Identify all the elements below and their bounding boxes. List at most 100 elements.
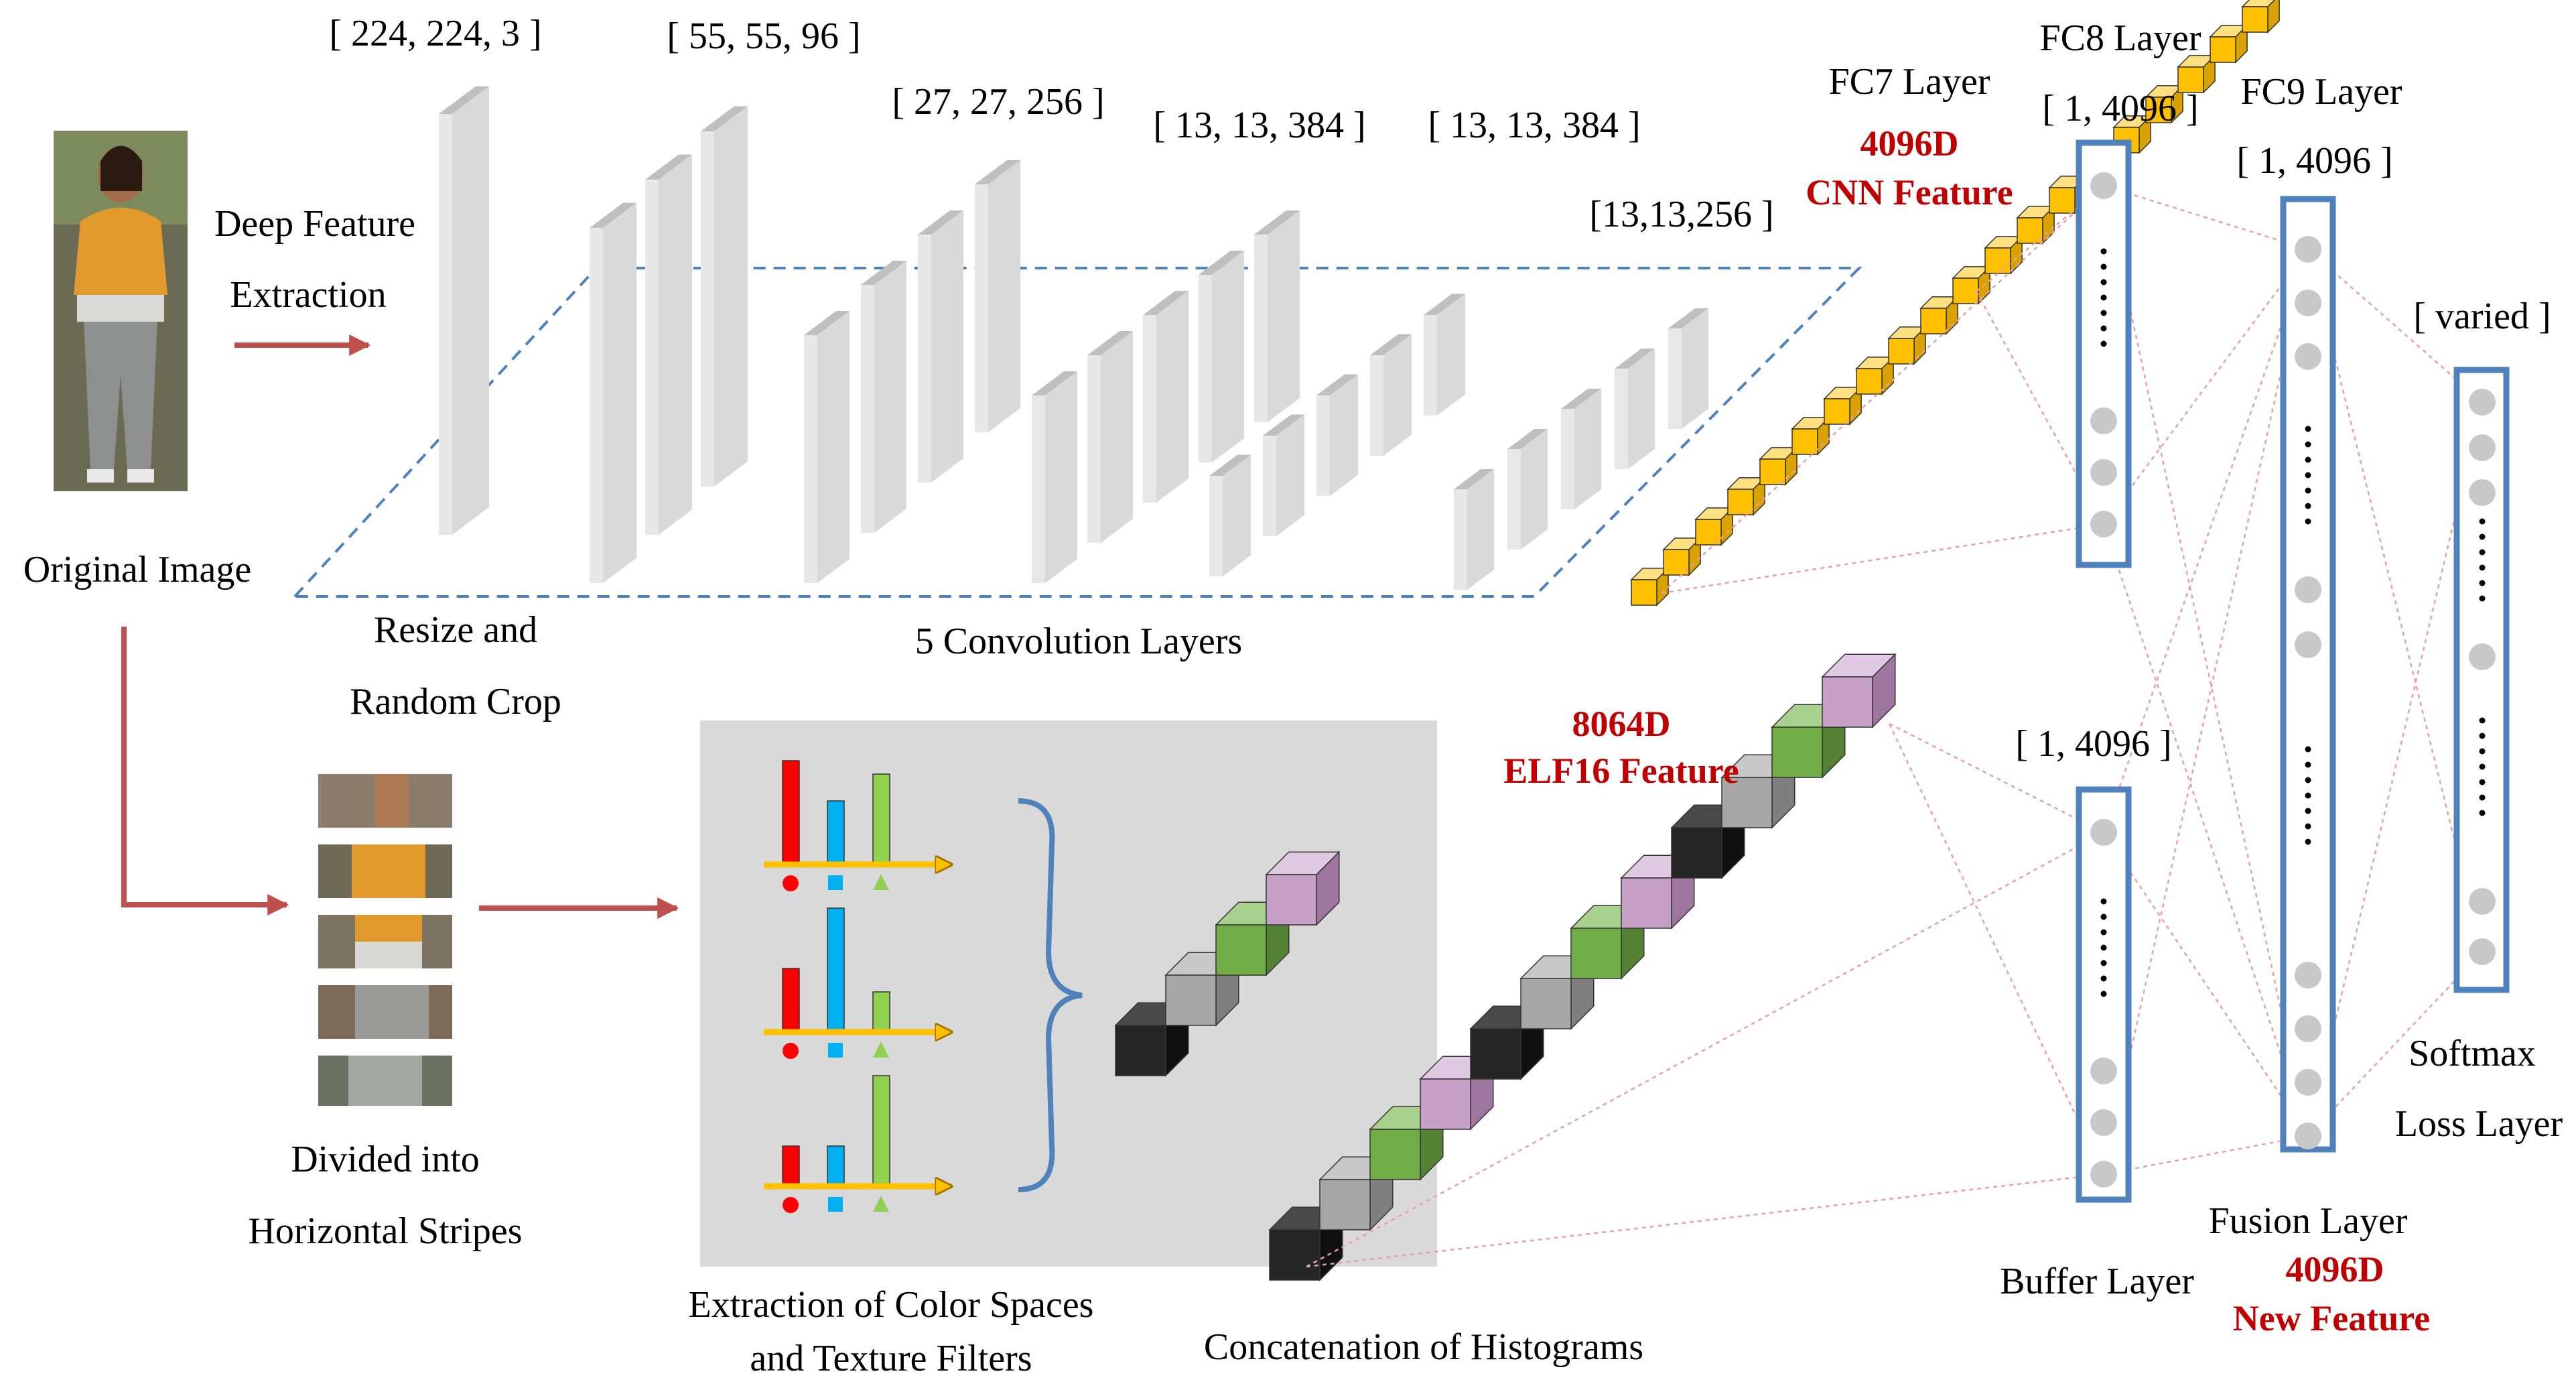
connection-line-6 xyxy=(1888,723,2105,1175)
softmax-dim: [ varied ] xyxy=(2413,296,2551,337)
resize-label-line2: Random Crop xyxy=(350,681,561,722)
histogram-3-bar-3 xyxy=(872,1075,890,1187)
histogram-1-bar-1 xyxy=(782,760,800,865)
buffer-neuron-3 xyxy=(2090,1109,2117,1136)
conv-layer-blocks xyxy=(439,86,1708,590)
cnn-dim-4: [ 13, 13, 384 ] xyxy=(1153,105,1365,146)
fc8-neuron-3 xyxy=(2090,459,2117,486)
histogram-3 xyxy=(764,1075,951,1213)
fc-layer-boxes xyxy=(2076,139,2510,1203)
fc9-neuron-5 xyxy=(2295,631,2321,658)
elf-dim: 8064D xyxy=(1572,704,1671,744)
fc9-neuron-6 xyxy=(2295,962,2321,989)
small-histogram-cubes xyxy=(1114,850,1341,1077)
conv-slab-5-1 xyxy=(1454,469,1494,590)
fc7-cube-18 xyxy=(2177,54,2216,94)
histogram-2-bar-3 xyxy=(872,991,890,1033)
fc7-dim: 4096D xyxy=(1860,123,1959,164)
fc7-cube-8 xyxy=(1855,356,1895,395)
elf-cube-5 xyxy=(1469,1005,1545,1080)
histogram-3-square-marker xyxy=(828,1197,843,1212)
elf-cube-12 xyxy=(1821,653,1897,729)
histogram-3-bar-2 xyxy=(827,1145,845,1187)
connection-line-1 xyxy=(1661,523,2104,594)
fc9-ellipsis-1 xyxy=(2305,426,2311,525)
conv-slab-3-5 xyxy=(1254,210,1300,422)
softmax-ellipsis-1 xyxy=(2479,518,2486,602)
cnn-dim-6: [13,13,256 ] xyxy=(1589,194,1773,235)
fc9-neuron-9 xyxy=(2295,1123,2321,1149)
conv-slab-5-2 xyxy=(1507,429,1548,550)
fc9-layer-box xyxy=(2280,196,2336,1153)
histogram-2-bar-1 xyxy=(782,968,800,1033)
fc9-neuron-3 xyxy=(2295,343,2321,370)
conv-slab-4-1 xyxy=(1209,454,1251,576)
fusion-dim: 4096D xyxy=(2286,1249,2384,1289)
fusion-name: New Feature xyxy=(2233,1298,2430,1338)
histogram-2-bar-2 xyxy=(827,907,845,1033)
connection-line-14 xyxy=(2102,832,2309,1137)
conv-slab-5-5 xyxy=(1668,308,1708,429)
softmax-neuron-1 xyxy=(2469,389,2496,416)
softmax-layer-box xyxy=(2453,367,2510,993)
fc7-cube-12 xyxy=(1984,235,2023,275)
conv-slab-4-4 xyxy=(1370,334,1412,456)
histogram-icons xyxy=(764,760,951,1213)
connection-line-13 xyxy=(2102,249,2309,833)
fc7-cube-2 xyxy=(1662,537,1702,576)
fc9-title: FC9 Layer xyxy=(2240,71,2402,113)
softmax-neuron-2 xyxy=(2469,434,2496,461)
conv-slab-3-4 xyxy=(1199,251,1244,462)
fc7-cube-5 xyxy=(1759,446,1798,486)
fc8-neuron-4 xyxy=(2090,511,2117,537)
histogram-1 xyxy=(764,760,951,891)
conv-slab-2-3 xyxy=(918,210,963,483)
softmax-neuron-5 xyxy=(2469,888,2496,915)
softmax-label-line2: Loss Layer xyxy=(2395,1103,2563,1145)
softmax-neuron-3 xyxy=(2469,479,2496,506)
fc9-neuron-2 xyxy=(2295,290,2321,316)
fc8-ellipsis xyxy=(2100,248,2107,347)
conv-slab-3-3 xyxy=(1143,291,1189,503)
connection-line-17 xyxy=(2307,249,2483,403)
connection-line-7 xyxy=(1306,831,2104,1268)
horizontal-stripes xyxy=(318,774,452,1106)
conv-slab-2-4 xyxy=(975,160,1020,432)
fc9-neuron-7 xyxy=(2295,1015,2321,1042)
histogram-3-bar-1 xyxy=(782,1145,800,1187)
histogram-2-triangle-marker xyxy=(873,1041,889,1058)
connection-line-10 xyxy=(2102,185,2309,1137)
histogram-1-bar-3 xyxy=(872,773,890,865)
fc9-neuron-8 xyxy=(2295,1069,2321,1096)
histogram-3-circle-marker xyxy=(783,1197,799,1213)
connection-line-8 xyxy=(1306,1173,2104,1268)
layer-connections xyxy=(1306,184,2484,1268)
histogram-2-circle-marker xyxy=(783,1043,799,1059)
small-cube-4 xyxy=(1265,850,1341,926)
connection-line-11 xyxy=(2102,249,2309,525)
original-image-label: Original Image xyxy=(23,549,252,590)
fc7-cube-20 xyxy=(2241,0,2280,34)
conv-slab-4-3 xyxy=(1316,374,1358,496)
deep-feature-label-line2: Extraction xyxy=(230,274,386,316)
histogram-3-triangle-marker xyxy=(873,1196,889,1212)
conv-slab-input xyxy=(439,86,489,535)
buffer-label: Buffer Layer xyxy=(2000,1261,2194,1302)
conv-slab-2-1 xyxy=(804,311,850,583)
divided-label-line2: Horizontal Stripes xyxy=(248,1210,522,1252)
histogram-1-triangle-marker xyxy=(873,874,889,890)
deep-feature-label-line1: Deep Feature xyxy=(214,203,415,245)
conv-slab-1-3 xyxy=(701,106,748,487)
fc7-cube-19 xyxy=(2209,24,2248,64)
elf16-feature-cubes xyxy=(1268,653,1897,1281)
buffer-dim: [ 1, 4096 ] xyxy=(2015,723,2171,765)
fc9-neuron-4 xyxy=(2295,576,2321,603)
fc9-ellipsis-2 xyxy=(2305,746,2311,845)
conv-slab-2-2 xyxy=(861,261,906,533)
extraction-label-line2: and Texture Filters xyxy=(750,1338,1032,1379)
fc8-neuron-2 xyxy=(2090,407,2117,434)
stripes-route-arrow xyxy=(121,627,289,915)
fc7-cube-3 xyxy=(1694,507,1734,546)
softmax-label-line1: Softmax xyxy=(2409,1033,2536,1074)
fc7-name: CNN Feature xyxy=(1806,172,2013,212)
